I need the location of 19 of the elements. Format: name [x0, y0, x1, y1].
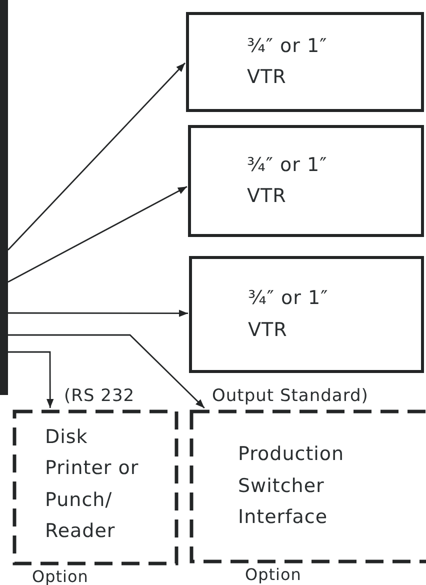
node-label: Production Switcher Interface [238, 442, 346, 530]
arrow [8, 310, 188, 317]
process-box [188, 125, 424, 237]
arrow [8, 334, 205, 408]
option-caption: Option [245, 565, 302, 584]
process-box [186, 12, 424, 112]
node-label: ¾″ or 1″ VTR [248, 286, 330, 342]
note-label: Output Standard) [212, 386, 368, 406]
node-label: ¾″ or 1″ VTR [247, 34, 328, 90]
node-label: Disk Printer or Punch/ Reader [45, 425, 140, 544]
arrow [8, 186, 188, 283]
option-box [190, 410, 426, 563]
option-caption: Option [32, 567, 88, 585]
arrow [8, 62, 186, 250]
note-label: (RS 232 [64, 386, 135, 406]
arrow [8, 351, 54, 408]
option-box [13, 410, 178, 565]
node-label: ¾″ or 1″ VTR [247, 152, 328, 209]
process-box [189, 256, 424, 373]
